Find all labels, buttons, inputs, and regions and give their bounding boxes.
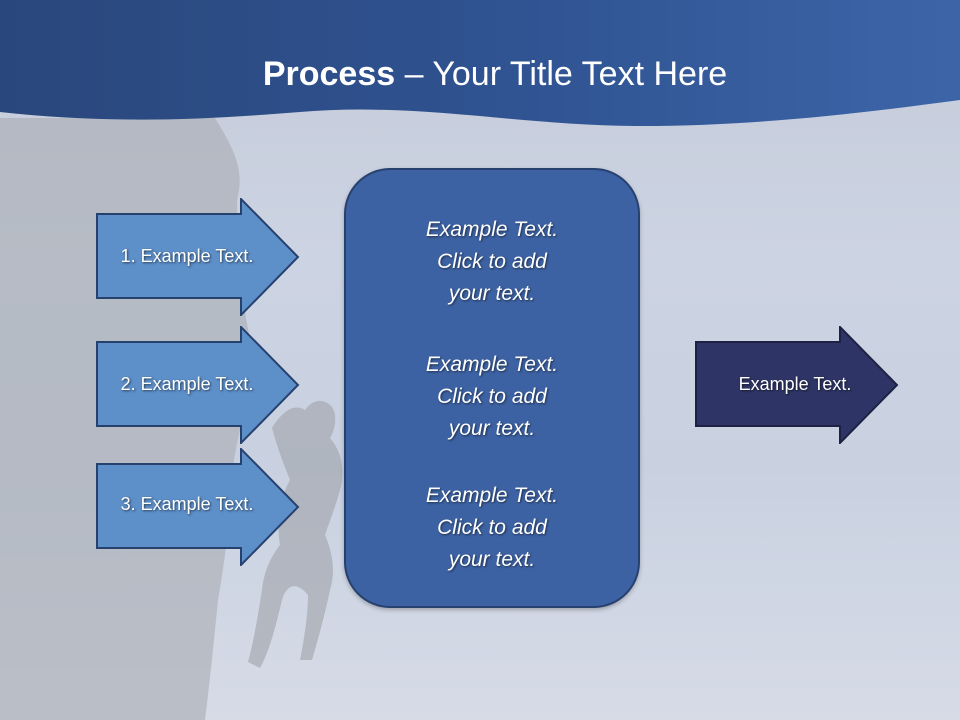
step-arrow-1[interactable]: 1. Example Text. — [96, 198, 301, 316]
step-label-2: 2. Example Text. — [120, 374, 254, 394]
output-label: Example Text. — [738, 374, 852, 394]
climber-silhouette — [248, 400, 343, 668]
step-arrow-2[interactable]: 2. Example Text. — [96, 326, 301, 444]
block-line: Example Text. — [425, 484, 559, 507]
block-line: Example Text. — [425, 353, 559, 376]
step-arrow-3[interactable]: 3. Example Text. — [96, 448, 301, 566]
center-text-box[interactable]: Example Text. Click to add your text. Ex… — [344, 168, 640, 608]
block-line: Click to add — [437, 516, 547, 539]
arrow-right-icon — [695, 324, 899, 446]
title-bold: Process — [262, 55, 396, 93]
slide-title: Process – Your Title Text Here — [0, 52, 960, 96]
output-arrow[interactable]: Example Text. — [695, 324, 900, 446]
step-label-3: 3. Example Text. — [120, 494, 254, 514]
title-rest: – Your Title Text Here — [395, 55, 728, 93]
arrow-right-icon — [96, 448, 300, 566]
block-line: Example Text. — [425, 218, 559, 241]
block-line: your text. — [448, 282, 536, 305]
center-text-block-1: Example Text. Click to add your text. — [346, 214, 638, 310]
block-line: your text. — [448, 417, 536, 440]
block-line: Click to add — [437, 250, 547, 273]
arrow-right-icon — [96, 198, 300, 316]
block-line: your text. — [448, 548, 536, 571]
center-text-block-3: Example Text. Click to add your text. — [346, 480, 638, 576]
header-band — [0, 0, 960, 126]
center-text-block-2: Example Text. Click to add your text. — [346, 349, 638, 445]
block-line: Click to add — [437, 385, 547, 408]
arrow-right-icon — [96, 326, 300, 444]
step-label-1: 1. Example Text. — [120, 246, 254, 266]
